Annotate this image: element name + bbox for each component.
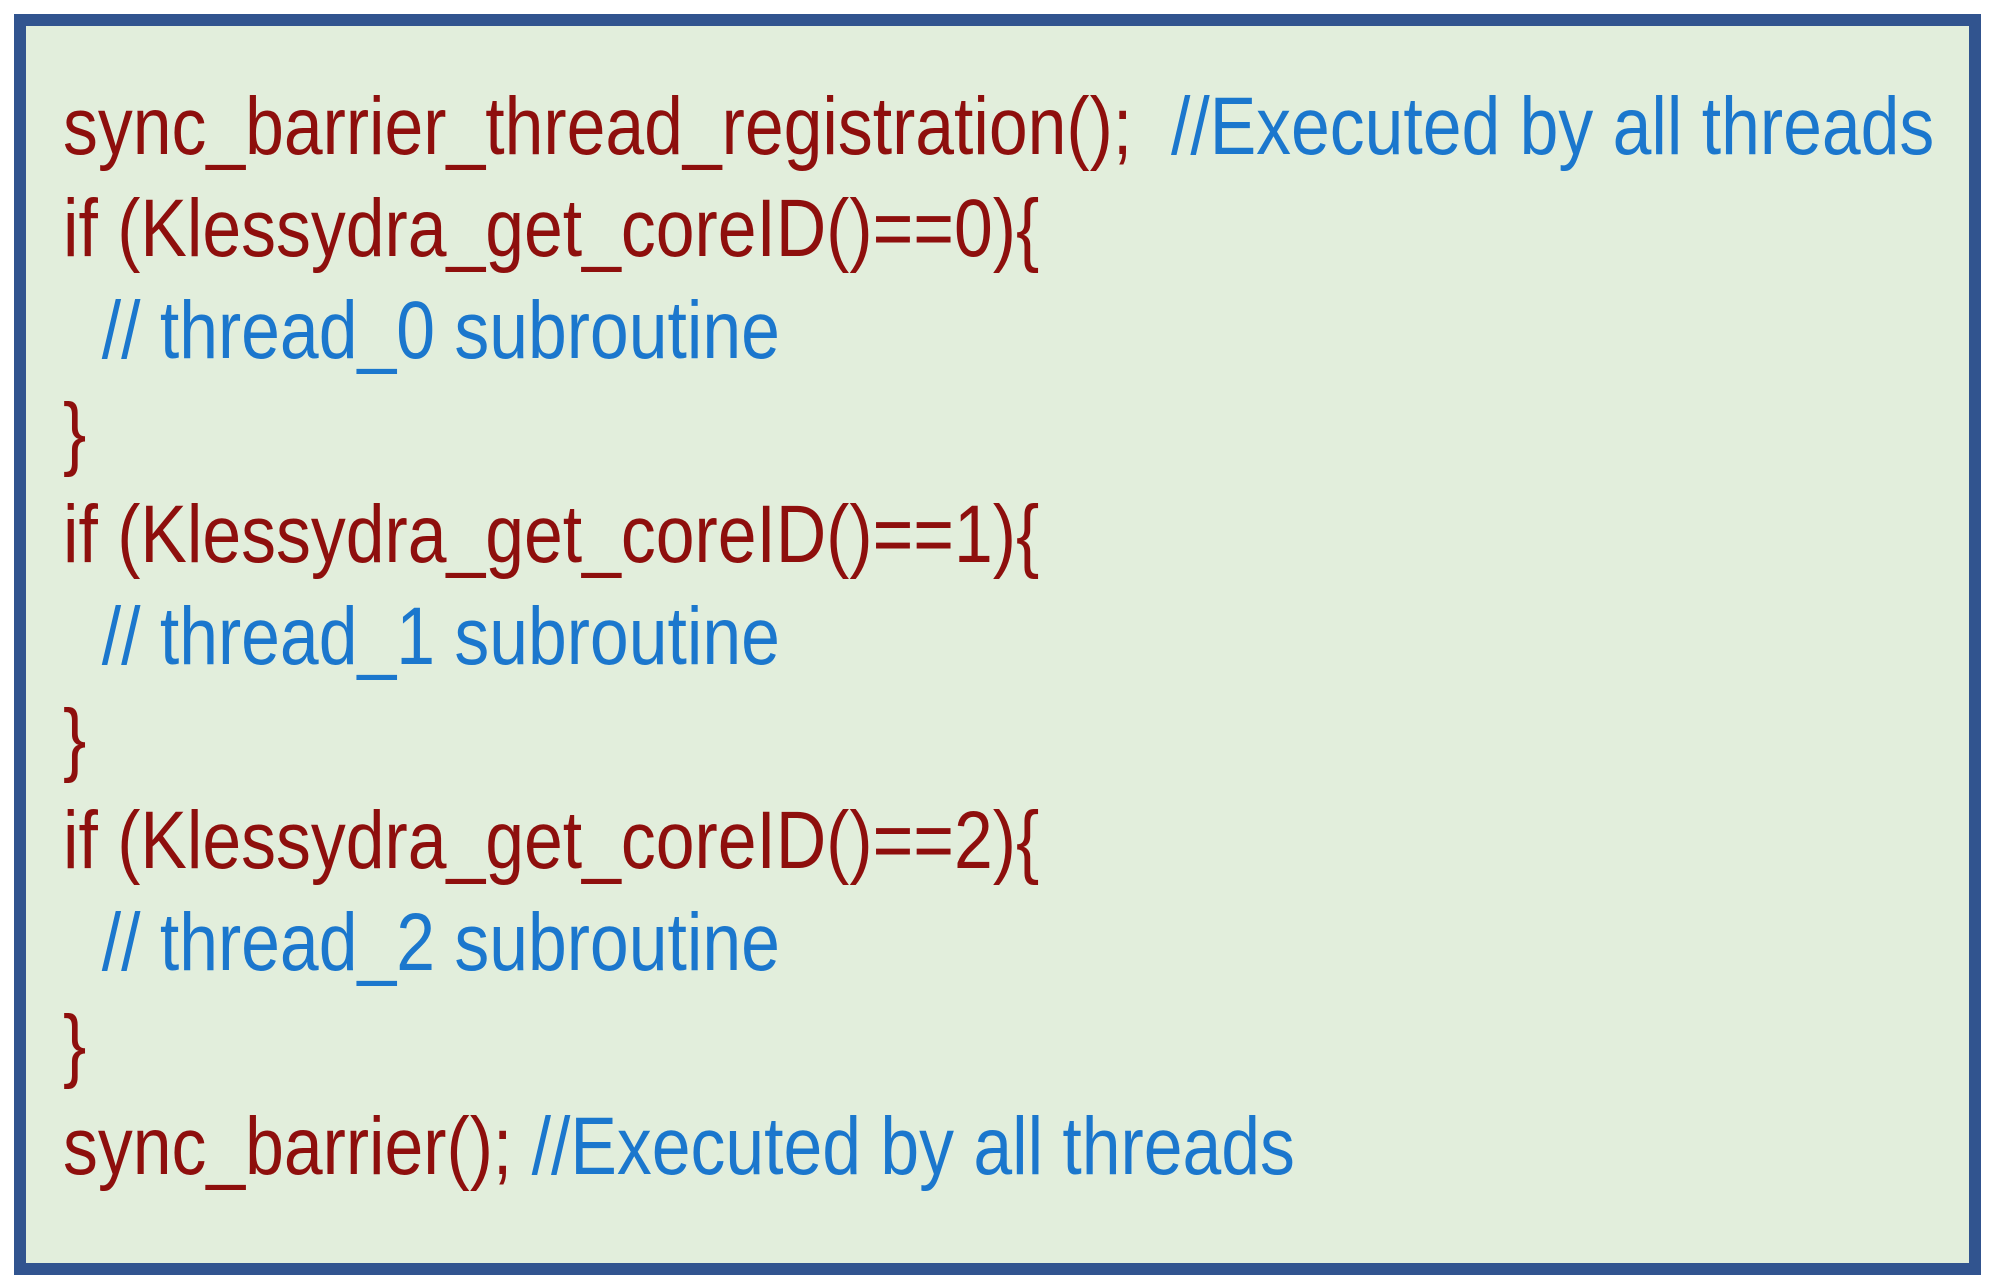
- comment-text: // thread_1 subroutine: [63, 591, 780, 682]
- code-figure-panel: sync_barrier_thread_registration(); //Ex…: [14, 14, 1981, 1275]
- code-text: }: [63, 693, 87, 784]
- code-text: }: [63, 387, 87, 478]
- code-text: }: [63, 999, 87, 1090]
- code-line: sync_barrier_thread_registration(); //Ex…: [63, 76, 1934, 178]
- code-line: if (Klessydra_get_coreID()==1){: [63, 484, 1675, 586]
- code-line: // thread_1 subroutine: [63, 586, 1675, 688]
- code-text: if (Klessydra_get_coreID()==1){: [63, 489, 1040, 580]
- code-line: }: [63, 688, 1675, 790]
- code-line: if (Klessydra_get_coreID()==0){: [63, 178, 1675, 280]
- code-block: sync_barrier_thread_registration(); //Ex…: [63, 76, 1959, 1198]
- code-line: sync_barrier(); //Executed by all thread…: [63, 1096, 1675, 1198]
- code-text: if (Klessydra_get_coreID()==0){: [63, 183, 1040, 274]
- code-line: // thread_0 subroutine: [63, 280, 1675, 382]
- code-line: }: [63, 382, 1675, 484]
- code-line: if (Klessydra_get_coreID()==2){: [63, 790, 1675, 892]
- comment-text: //Executed by all threads: [531, 1101, 1295, 1192]
- code-text: if (Klessydra_get_coreID()==2){: [63, 795, 1040, 886]
- comment-text: // thread_2 subroutine: [63, 897, 780, 988]
- code-text: sync_barrier_thread_registration();: [63, 81, 1171, 172]
- comment-text: // thread_0 subroutine: [63, 285, 780, 376]
- code-line: // thread_2 subroutine: [63, 892, 1675, 994]
- comment-text: //Executed by all threads: [1170, 81, 1935, 172]
- code-text: sync_barrier();: [63, 1101, 532, 1192]
- code-line: }: [63, 994, 1675, 1096]
